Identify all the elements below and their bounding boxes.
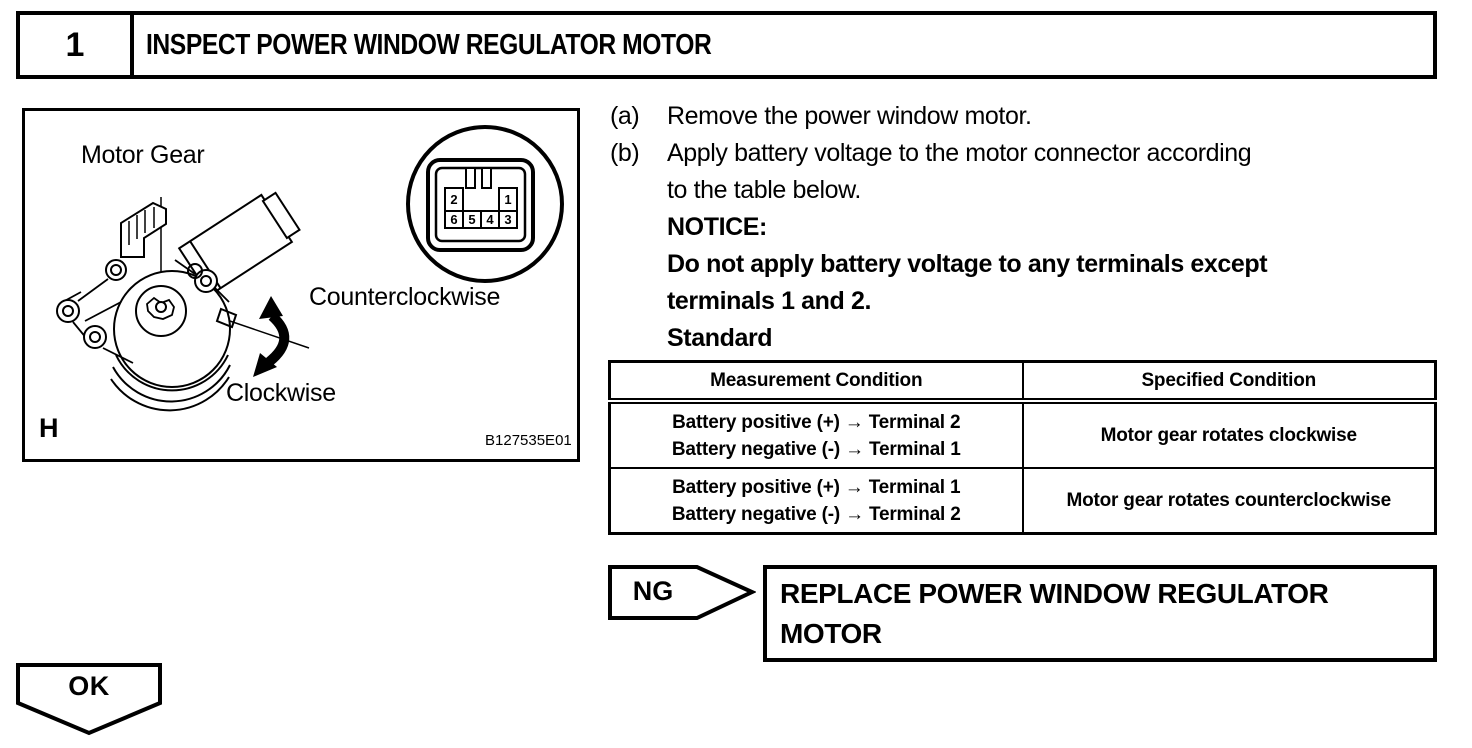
item-b-label: (b) [610,139,640,167]
table-row: Battery positive (+) → Terminal 2 Batter… [608,400,1437,469]
terminal-4-label: 4 [486,212,494,227]
figure-corner-label: H [39,413,59,443]
figure-panel: 2 1 6 5 4 3 Motor Gear Counterclockwise … [22,108,580,462]
spec-table: Measurement Condition Specified Conditio… [608,360,1437,535]
specified-cell-2: Motor gear rotates counterclockwise [1021,467,1437,535]
step-title: INSPECT POWER WINDOW REGULATOR MOTOR [134,15,1433,75]
connector-key-notch [481,167,492,189]
step-title-text: INSPECT POWER WINDOW REGULATOR MOTOR [146,28,712,61]
standard-label: Standard [667,324,773,352]
notice-line-1: Do not apply battery voltage to any term… [667,250,1268,278]
notice-line-2: terminals 1 and 2. [667,287,871,315]
measurement-cell-1: Battery positive (+) → Terminal 2 Batter… [608,400,1024,469]
bracket-fin [120,201,167,258]
instruction-item-a: (a) Remove the power window motor. [610,98,1440,135]
measurement-1-line-1: Battery positive (+) → Terminal 2 [672,411,961,433]
rotation-arrow-curve [265,312,290,366]
item-b-line-1: Apply battery voltage to the motor conne… [667,139,1252,167]
instruction-item-b: (b) Apply battery voltage to the motor c… [610,135,1440,209]
item-a-text: Remove the power window motor. [667,102,1032,130]
motor-gear-label: Motor Gear [81,141,205,169]
ng-arrow-shape [608,565,756,620]
clockwise-label: Clockwise [226,379,336,407]
specified-condition-header: Specified Condition [1021,360,1437,404]
item-b-line-2: to the table below. [667,176,861,204]
clockwise-arrowhead [253,353,277,377]
terminal-6-label: 6 [450,212,458,227]
ng-action-line-1: REPLACE POWER WINDOW REGULATOR [780,578,1329,609]
measurement-1-line-2: Battery negative (-) → Terminal 1 [671,438,961,460]
measurement-condition-header: Measurement Condition [608,360,1024,404]
ng-label: NG [632,576,674,606]
counterclockwise-arrowhead [259,296,283,319]
ok-label: OK [68,670,110,701]
connector-key-notch [465,167,476,189]
spec-table-header-row: Measurement Condition Specified Conditio… [608,360,1437,404]
ng-action-box: REPLACE POWER WINDOW REGULATOR MOTOR [763,565,1437,662]
figure-code: B127535E01 [485,432,572,449]
terminal-5-label: 5 [468,212,476,227]
specified-cell-1: Motor gear rotates clockwise [1021,400,1437,469]
terminal-cells [444,187,518,229]
counterclockwise-label: Counterclockwise [309,283,501,311]
terminal-3-label: 3 [504,212,512,227]
item-a-label: (a) [610,102,640,130]
ok-arrow-shape [16,663,162,736]
terminal-1-label: 1 [504,192,512,207]
notice-label: NOTICE: [667,213,767,241]
step-header: 1 INSPECT POWER WINDOW REGULATOR MOTOR [16,11,1437,79]
ng-action-line-2: MOTOR [780,618,882,649]
instructions: (a) Remove the power window motor. (b) A… [610,98,1440,357]
item-b-text: Apply battery voltage to the motor conne… [667,135,1440,209]
table-row: Battery positive (+) → Terminal 1 Batter… [608,467,1437,535]
measurement-2-line-1: Battery positive (+) → Terminal 1 [672,476,961,498]
terminal-2-label: 2 [450,192,458,207]
measurement-cell-2: Battery positive (+) → Terminal 1 Batter… [608,467,1024,535]
measurement-2-line-2: Battery negative (-) → Terminal 2 [671,503,961,525]
step-number: 1 [20,15,134,75]
motor-diagram-illustration [56,125,564,412]
